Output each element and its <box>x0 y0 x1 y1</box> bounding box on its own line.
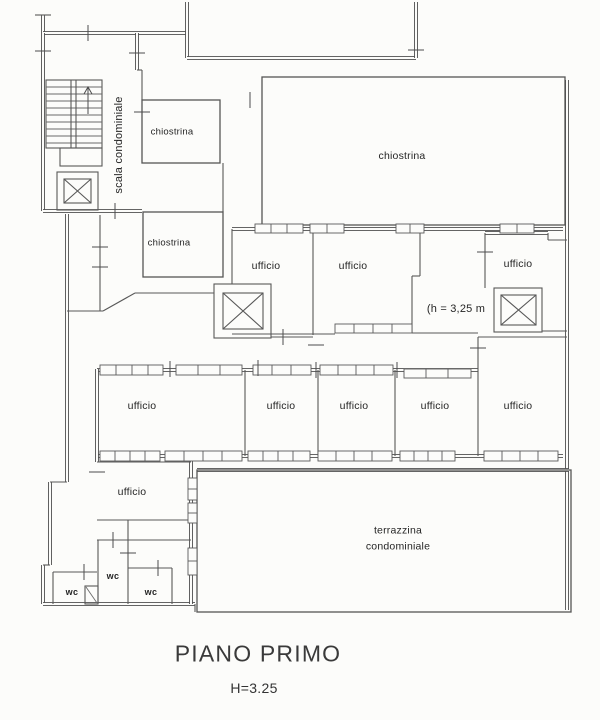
room-label-wc-mid: wc <box>106 571 120 581</box>
room-label-ufficio-2: ufficio <box>266 400 296 412</box>
room-label-ufficio-3: ufficio <box>339 400 369 412</box>
elevator-icon <box>493 287 543 333</box>
room-label-ufficio-b: ufficio <box>338 260 368 272</box>
room-label-ufficio-5: ufficio <box>503 400 533 412</box>
tick-marks <box>35 25 493 580</box>
elevator-icon <box>213 283 272 339</box>
terrazzina-line2: condominiale <box>365 541 431 553</box>
window-symbols <box>99 223 559 576</box>
outer-walls <box>41 2 569 610</box>
plan-title: PIANO PRIMO <box>174 640 342 667</box>
room-label-ufficio-c: ufficio <box>503 258 533 270</box>
room-label-wc-left: wc <box>65 587 79 597</box>
room-label-ufficio-6: ufficio <box>117 486 147 498</box>
room-label-chiostrina-main: chiostrina <box>378 150 426 162</box>
room-label-ufficio-1: ufficio <box>127 400 157 412</box>
room-label-wc-right: wc <box>144 587 158 597</box>
room-label-ufficio-4: ufficio <box>420 400 450 412</box>
door-swing-icon <box>84 585 99 605</box>
staircase-icon <box>45 79 103 167</box>
elevator-icon <box>56 171 99 211</box>
terrazzina-line1: terrazzina <box>373 524 423 537</box>
room-label-terrazzina: terrazzina condominiale <box>366 523 430 556</box>
room-label-chiostrina-top: chiostrina <box>150 126 194 138</box>
height-annotation: (h = 3,25 m <box>426 303 486 315</box>
stair-direction-arrow-icon <box>83 85 93 114</box>
room-label-scala-condominiale: scala condominiale <box>113 96 125 194</box>
plan-subtitle: H=3.25 <box>230 680 278 696</box>
room-label-ufficio-a: ufficio <box>251 260 281 272</box>
room-label-chiostrina-mid: chiostrina <box>147 237 191 249</box>
courtyards <box>141 76 572 613</box>
